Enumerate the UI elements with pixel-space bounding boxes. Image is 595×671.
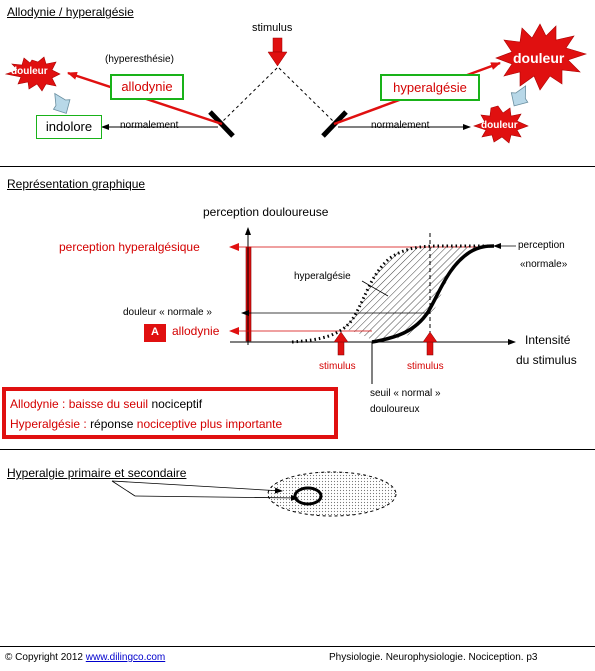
definitions-box: Allodynie : baisse du seuil nociceptif H…: [2, 387, 338, 439]
hyperalgesic-curve: [291, 244, 492, 344]
douleur-starburst-left: [4, 56, 61, 92]
seuil-label-2: douloureux: [370, 404, 420, 415]
stimulus-label: stimulus: [252, 22, 293, 34]
stimulus-right-label: stimulus: [407, 361, 444, 372]
section-title-allodynie-hyperalgesie: Allodynie / hyperalgésie: [7, 5, 134, 19]
dashed-line-right: [278, 67, 335, 123]
hyperalgesie-area: [340, 246, 492, 340]
section-title-representation: Représentation graphique: [7, 177, 146, 191]
douleur-big-label: douleur: [513, 50, 565, 66]
douleur-starburst-small: [473, 105, 529, 144]
y-axis-label: perception douloureuse: [203, 205, 329, 219]
light-blue-arrow-right: [510, 85, 529, 107]
allodynie-graph-label: allodynie: [172, 324, 220, 338]
footer-divider: [0, 646, 595, 647]
perception-normale-label-1: perception: [518, 240, 565, 251]
pointer-primary: [134, 494, 299, 501]
definition-hyperalgesie-red2: nociceptive plus importante: [136, 417, 283, 431]
secondary-zone-ellipse: [267, 471, 397, 517]
hyperalgesie-curve-label: hyperalgésie: [294, 271, 351, 282]
seuil-label-1: seuil « normal »: [370, 388, 441, 399]
copyright-icon: ©: [5, 652, 13, 663]
indolore-box: indolore: [36, 115, 102, 139]
stimulus-arrow-right: [422, 331, 438, 356]
douleur-left-label: douleur: [11, 66, 48, 77]
x-axis-label-1: Intensité: [525, 333, 571, 347]
definition-hyperalgesie: Hyperalgésie : réponse nociceptive plus …: [10, 414, 330, 434]
x-axis-label-2: du stimulus: [516, 353, 577, 367]
douleur-starburst-big: [495, 23, 587, 91]
stimulus-left-label: stimulus: [319, 361, 356, 372]
section-title-hyperalgie: Hyperalgie primaire et secondaire: [7, 466, 187, 480]
normal-curve: [371, 244, 495, 344]
definition-hyperalgesie-red: Hyperalgésie :: [10, 417, 87, 431]
stimulus-arrow: [267, 37, 288, 67]
section-divider-2: [0, 449, 595, 450]
badge-a-box: [144, 324, 166, 342]
stimulus-arrow-left: [333, 331, 349, 356]
normalement-left-label: normalement: [120, 120, 179, 131]
hyperalgesie-pointer: [361, 280, 389, 297]
douleur-normale-label: douleur « normale »: [123, 307, 212, 318]
copyright-text: Copyright 2012: [15, 652, 83, 663]
pointer-bend: [111, 480, 136, 497]
hyperesthesie-label: (hyperesthésie): [105, 54, 174, 65]
hyperalgesie-box: hyperalgésie: [380, 74, 480, 101]
definition-allodynie: Allodynie : baisse du seuil nociceptif: [10, 394, 330, 414]
dashed-line-left: [221, 67, 278, 123]
definition-allodynie-red: Allodynie : baisse du seuil: [10, 397, 149, 411]
douleur-small-label: douleur: [481, 120, 518, 131]
normalement-right-label: normalement: [371, 120, 430, 131]
website-link[interactable]: www.dilingco.com: [85, 652, 166, 663]
badge-a-label: A: [151, 326, 159, 338]
definition-allodynie-black: nociceptif: [151, 397, 203, 411]
footer-left: © Copyright 2012 www.dilingco.com: [5, 652, 165, 663]
light-blue-arrow-left: [52, 92, 71, 114]
pointer-secondary: [111, 480, 283, 494]
perception-normale-label-2: «normale»: [520, 259, 568, 270]
footer-right: Physiologie. Neurophysiologie. Nocicepti…: [329, 652, 538, 663]
allodynie-box: allodynie: [110, 74, 184, 100]
section-divider: [0, 166, 595, 167]
definition-hyperalgesie-black: réponse: [90, 417, 134, 431]
perception-hyper-label: perception hyperalgésique: [59, 240, 200, 254]
